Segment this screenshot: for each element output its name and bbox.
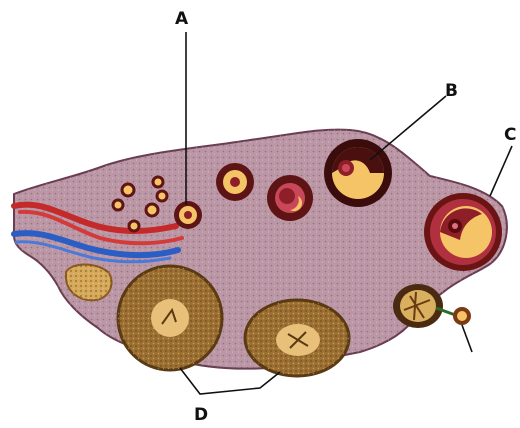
label-d: D (194, 405, 208, 425)
corpus-luteum-d1 (118, 266, 222, 370)
small-follicle (129, 221, 139, 231)
small-follicle (146, 204, 158, 216)
small-follicle (153, 177, 163, 187)
secondary-follicle (267, 175, 313, 221)
primary-follicle-a (174, 201, 202, 229)
label-c: C (504, 125, 516, 145)
small-follicle (122, 184, 134, 196)
leader-line-d (180, 368, 280, 394)
small-follicle (157, 191, 167, 201)
leader-line-c (490, 146, 512, 196)
growing-follicle (216, 163, 254, 201)
label-a: A (175, 9, 189, 29)
graafian-follicle-c (424, 193, 502, 271)
small-follicle (113, 200, 123, 210)
label-b: B (445, 81, 458, 101)
leader-line-b (370, 96, 446, 160)
ruptured-follicle (393, 284, 458, 328)
released-oocyte (453, 307, 471, 325)
corpus-luteum-d2 (245, 300, 349, 376)
leader-line-extra (462, 325, 472, 352)
